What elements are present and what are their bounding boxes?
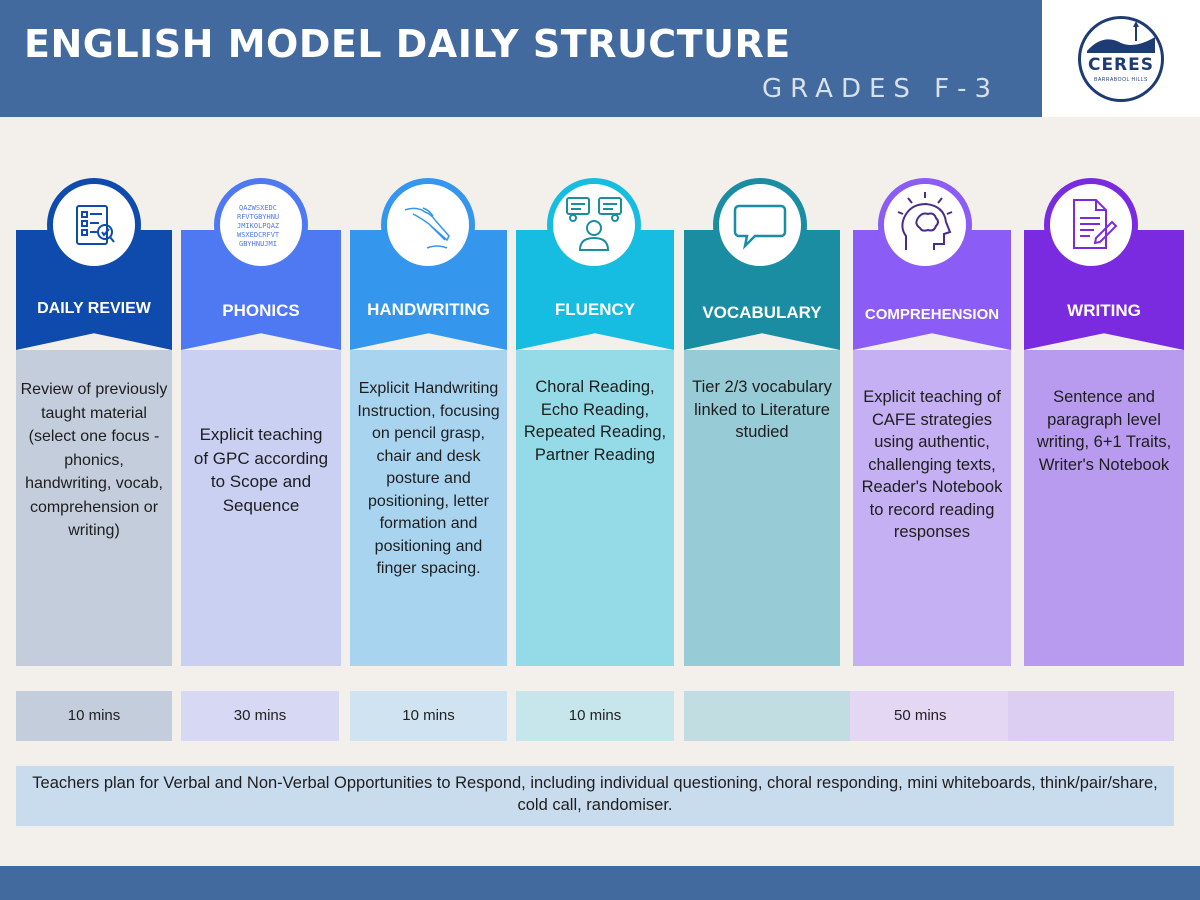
opportunities-note: Teachers plan for Verbal and Non-Verbal … <box>16 766 1174 826</box>
column-description: Tier 2/3 vocabulary linked to Literature… <box>692 378 832 441</box>
column-description: Review of previously taught material (se… <box>20 381 168 539</box>
column-label: PHONICS <box>222 301 300 320</box>
checklist-icon <box>47 178 141 272</box>
column-description: Explicit teaching of CAFE strategies usi… <box>861 388 1003 541</box>
time-handwriting: 10 mins <box>350 691 507 741</box>
time-daily-review: 10 mins <box>16 691 172 741</box>
column-description: Sentence and paragraph level writing, 6+… <box>1036 388 1172 474</box>
footer-bar <box>0 866 1200 900</box>
column-label: DAILY REVIEW <box>37 300 151 317</box>
svg-text:JMIKOLPQAZ: JMIKOLPQAZ <box>237 222 279 230</box>
reading-group-icon <box>547 178 641 272</box>
column-body: Review of previously taught material (se… <box>16 350 172 666</box>
column-body: Sentence and paragraph level writing, 6+… <box>1024 350 1184 666</box>
alphabet-icon: QAZWSXEDC RFVTGBYHNU JMIKOLPQAZ WSXEDCRF… <box>214 178 308 272</box>
column-body: Tier 2/3 vocabulary linked to Literature… <box>684 350 840 666</box>
page-subtitle: GRADES F-3 <box>762 74 1000 104</box>
column-description: Choral Reading, Echo Reading, Repeated R… <box>523 378 667 464</box>
time-phonics: 30 mins <box>181 691 339 741</box>
hills-icon <box>1087 21 1155 53</box>
logo-name: CERES <box>1087 55 1155 75</box>
column-label: COMPREHENSION <box>864 306 1000 323</box>
svg-text:WSXEDCRFVT: WSXEDCRFVT <box>237 231 280 239</box>
column-description: Explicit Handwriting Instruction, focusi… <box>357 380 500 577</box>
column-body: Explicit teaching of GPC according to Sc… <box>181 350 341 666</box>
time-writing <box>1008 691 1174 741</box>
time-vocabulary <box>684 691 850 741</box>
speech-bubble-icon <box>713 178 807 272</box>
column-body: Explicit Handwriting Instruction, focusi… <box>350 350 507 666</box>
ceres-logo: CERES BARRABOOL HILLS <box>1078 16 1164 102</box>
svg-text:QAZWSXEDC: QAZWSXEDC <box>239 204 277 212</box>
svg-text:RFVTGBYHNU: RFVTGBYHNU <box>237 213 279 221</box>
column-label: VOCABULARY <box>702 303 822 322</box>
column-description: Explicit teaching of GPC according to Sc… <box>193 425 329 515</box>
page-title: ENGLISH MODEL DAILY STRUCTURE <box>24 22 791 66</box>
column-label: WRITING <box>1067 301 1141 320</box>
time-fluency: 10 mins <box>516 691 674 741</box>
header-banner: ENGLISH MODEL DAILY STRUCTURE GRADES F-3 <box>0 0 1042 117</box>
handwriting-icon <box>381 178 475 272</box>
brain-icon <box>878 178 972 272</box>
column-label: FLUENCY <box>554 300 636 319</box>
column-body: Choral Reading, Echo Reading, Repeated R… <box>516 350 674 666</box>
document-pen-icon <box>1044 178 1138 272</box>
time-comprehension: 50 mins <box>850 691 1008 741</box>
logo-area: CERES BARRABOOL HILLS <box>1042 0 1200 117</box>
svg-text:GBYHNUJMI: GBYHNUJMI <box>239 240 277 248</box>
column-label: HANDWRITING <box>367 300 490 319</box>
logo-subtitle: BARRABOOL HILLS <box>1094 77 1148 83</box>
column-body: Explicit teaching of CAFE strategies usi… <box>853 350 1011 666</box>
